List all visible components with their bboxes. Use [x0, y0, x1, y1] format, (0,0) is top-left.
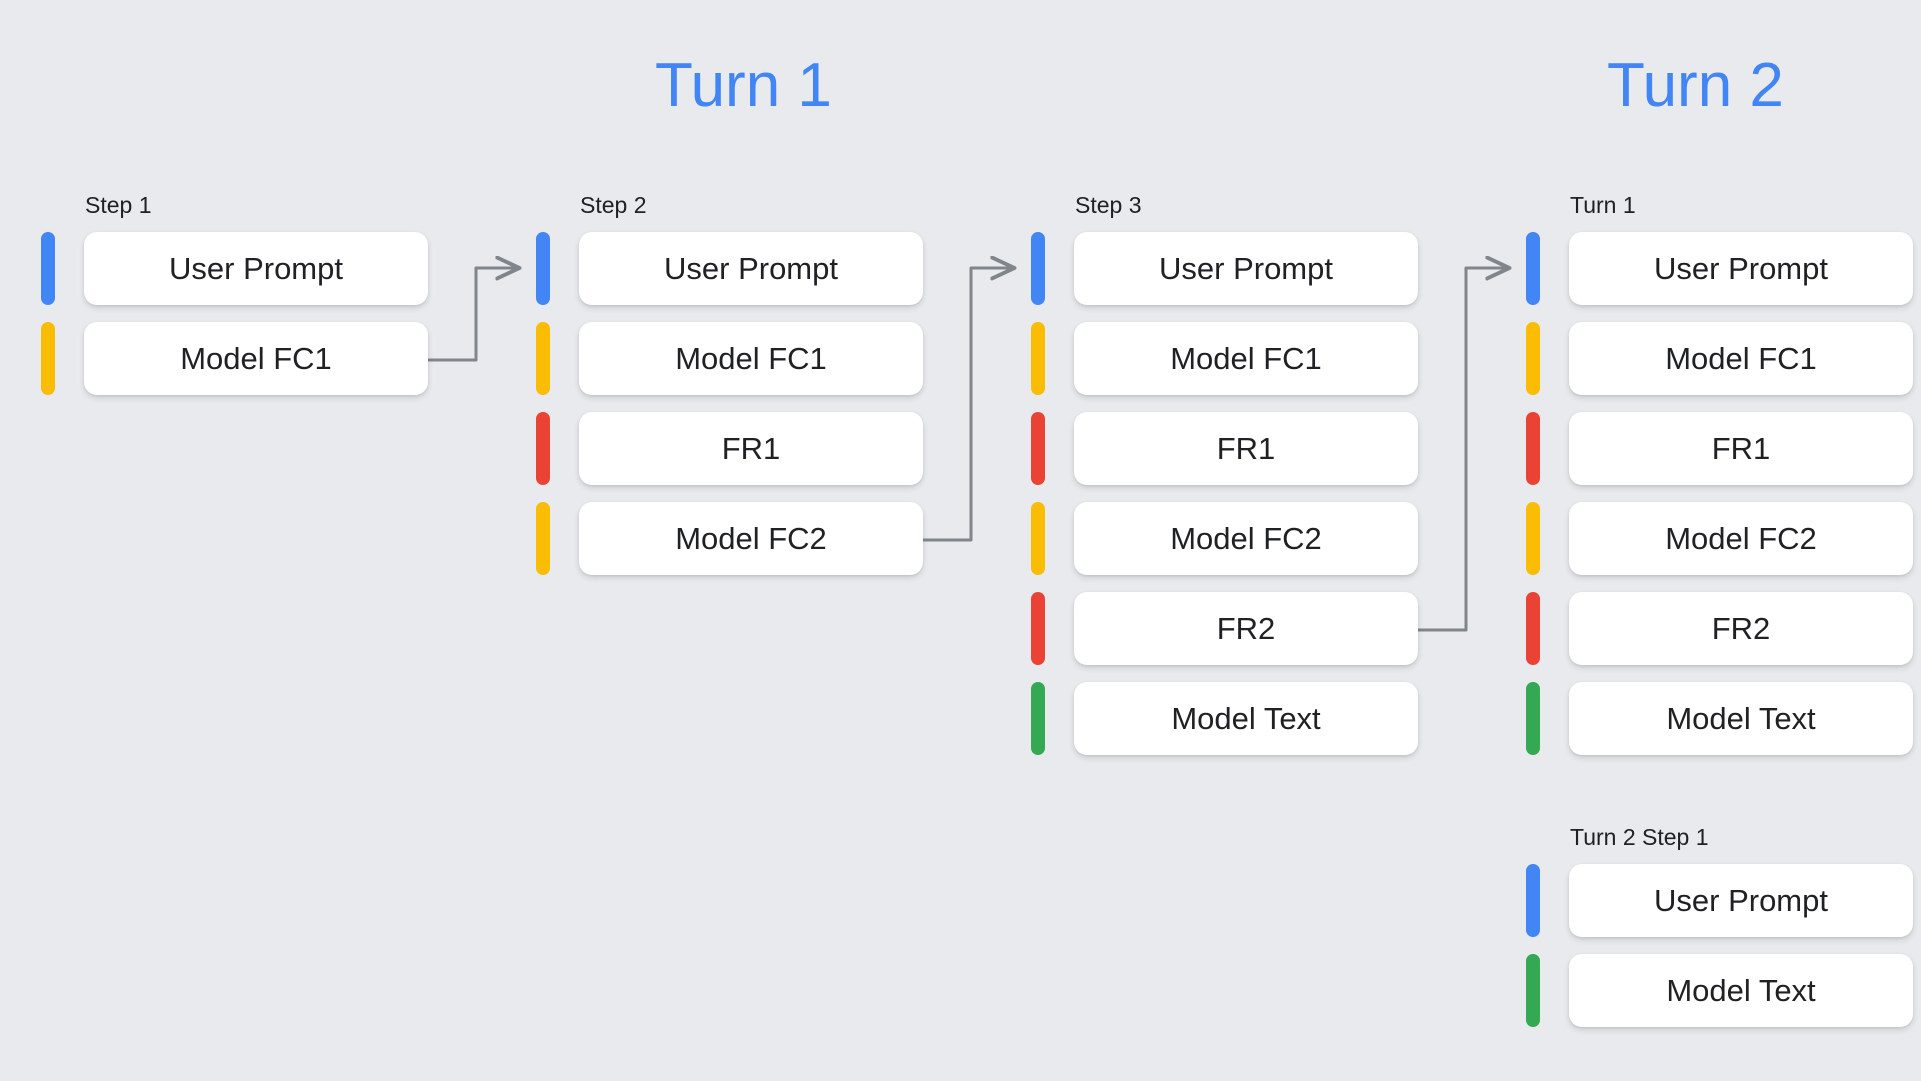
- status-bar-function-response: [1031, 412, 1045, 485]
- message-card[interactable]: Model FC1: [1074, 322, 1418, 395]
- message-card[interactable]: Model Text: [1074, 682, 1418, 755]
- message-card-label: Model FC1: [180, 341, 332, 376]
- message-card[interactable]: FR1: [1074, 412, 1418, 485]
- message-row[interactable]: User Prompt: [536, 232, 923, 305]
- message-row[interactable]: FR1: [1526, 412, 1913, 485]
- message-card-label: Model Text: [1666, 973, 1816, 1008]
- turn-1-heading: Turn 1: [655, 51, 832, 120]
- message-card[interactable]: Model FC2: [1569, 502, 1913, 575]
- status-bar-user-prompt: [1526, 864, 1540, 937]
- status-bar-user-prompt: [536, 232, 550, 305]
- message-card-label: Model Text: [1666, 701, 1816, 736]
- message-row[interactable]: Model FC1: [536, 322, 923, 395]
- message-card[interactable]: User Prompt: [1569, 864, 1913, 937]
- message-card-label: FR1: [721, 431, 781, 466]
- message-card-label: Model FC2: [675, 521, 827, 556]
- message-row[interactable]: FR2: [1031, 592, 1418, 665]
- message-card-label: FR1: [1216, 431, 1276, 466]
- status-bar-model-text: [1526, 682, 1540, 755]
- column-label-step-1: Step 1: [85, 192, 152, 218]
- message-row[interactable]: Model FC2: [536, 502, 923, 575]
- message-row[interactable]: Model FC1: [41, 322, 428, 395]
- message-card[interactable]: Model FC2: [579, 502, 923, 575]
- message-card[interactable]: User Prompt: [84, 232, 428, 305]
- status-bar-model-function-call: [41, 322, 55, 395]
- status-bar-function-response: [536, 412, 550, 485]
- status-bar-function-response: [1031, 592, 1045, 665]
- message-card-label: User Prompt: [664, 251, 838, 286]
- status-bar-function-response: [1526, 592, 1540, 665]
- message-row[interactable]: User Prompt: [41, 232, 428, 305]
- message-row[interactable]: Model FC1: [1526, 322, 1913, 395]
- message-card-label: Model FC1: [675, 341, 827, 376]
- message-card[interactable]: Model FC1: [1569, 322, 1913, 395]
- message-card-label: Model FC2: [1665, 521, 1817, 556]
- message-card[interactable]: Model Text: [1569, 954, 1913, 1027]
- connector-step2-to-step3: [921, 268, 1013, 542]
- status-bar-model-text: [1526, 954, 1540, 1027]
- message-card-label: FR2: [1711, 611, 1771, 646]
- message-card-label: User Prompt: [1654, 251, 1828, 286]
- message-row[interactable]: User Prompt: [1031, 232, 1418, 305]
- message-row[interactable]: Model Text: [1031, 682, 1418, 755]
- message-row[interactable]: FR2: [1526, 592, 1913, 665]
- message-card[interactable]: FR1: [1569, 412, 1913, 485]
- message-card[interactable]: User Prompt: [1569, 232, 1913, 305]
- status-bar-model-function-call: [1526, 322, 1540, 395]
- status-bar-user-prompt: [41, 232, 55, 305]
- message-card[interactable]: FR1: [579, 412, 923, 485]
- message-card[interactable]: Model FC2: [1074, 502, 1418, 575]
- status-bar-model-function-call: [1526, 502, 1540, 575]
- message-row[interactable]: Model FC2: [1526, 502, 1913, 575]
- turn-2-heading: Turn 2: [1607, 51, 1784, 120]
- message-card-label: User Prompt: [1159, 251, 1333, 286]
- status-bar-function-response: [1526, 412, 1540, 485]
- message-row[interactable]: Model Text: [1526, 682, 1913, 755]
- message-card-label: FR1: [1711, 431, 1771, 466]
- status-bar-user-prompt: [1526, 232, 1540, 305]
- message-row[interactable]: FR1: [536, 412, 923, 485]
- message-card-label: User Prompt: [169, 251, 343, 286]
- message-card[interactable]: User Prompt: [579, 232, 923, 305]
- message-row[interactable]: Model Text: [1526, 954, 1913, 1027]
- message-row[interactable]: Model FC2: [1031, 502, 1418, 575]
- status-bar-model-function-call: [1031, 322, 1045, 395]
- message-card-label: Model Text: [1171, 701, 1321, 736]
- message-card[interactable]: Model Text: [1569, 682, 1913, 755]
- message-card[interactable]: Model FC1: [579, 322, 923, 395]
- status-bar-model-function-call: [536, 322, 550, 395]
- column-label-turn2-turn1: Turn 1: [1570, 192, 1636, 218]
- message-card-label: Model FC2: [1170, 521, 1322, 556]
- message-card[interactable]: FR2: [1569, 592, 1913, 665]
- status-bar-model-function-call: [1031, 502, 1045, 575]
- message-card[interactable]: FR2: [1074, 592, 1418, 665]
- message-card[interactable]: Model FC1: [84, 322, 428, 395]
- message-row[interactable]: User Prompt: [1526, 232, 1913, 305]
- message-card-label: Model FC1: [1665, 341, 1817, 376]
- status-bar-user-prompt: [1031, 232, 1045, 305]
- column-label-step-3: Step 3: [1075, 192, 1142, 218]
- message-card[interactable]: User Prompt: [1074, 232, 1418, 305]
- message-row[interactable]: User Prompt: [1526, 864, 1913, 937]
- message-card-label: User Prompt: [1654, 883, 1828, 918]
- status-bar-model-function-call: [536, 502, 550, 575]
- message-card-label: FR2: [1216, 611, 1276, 646]
- connector-step1-to-step2: [426, 268, 518, 362]
- message-row[interactable]: FR1: [1031, 412, 1418, 485]
- connector-step3-to-turn2: [1416, 268, 1508, 632]
- status-bar-model-text: [1031, 682, 1045, 755]
- message-card-label: Model FC1: [1170, 341, 1322, 376]
- column-label-step-2: Step 2: [580, 192, 647, 218]
- message-row[interactable]: Model FC1: [1031, 322, 1418, 395]
- column-label-turn2-step1: Turn 2 Step 1: [1570, 824, 1709, 850]
